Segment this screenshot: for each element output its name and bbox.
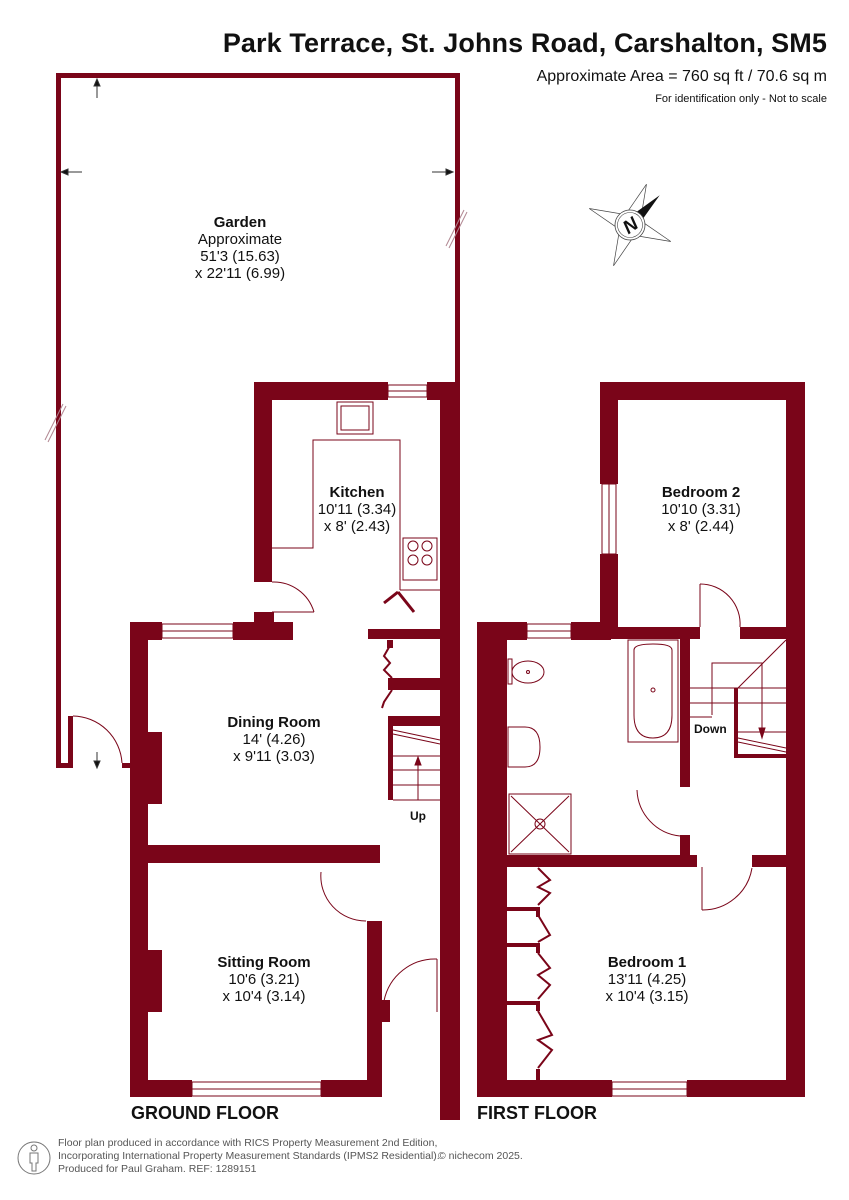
break-marks (44, 209, 468, 443)
room-label-garden: Garden Approximate 51'3 (15.63) x 22'11 … (170, 214, 310, 282)
stairs-up-label: Up (410, 809, 426, 823)
room-dimension: 10'10 (3.31) (661, 501, 741, 518)
room-dimension: x 8' (2.43) (323, 518, 391, 535)
dimension-markers (59, 77, 455, 770)
room-dimension: x 9'11 (3.03) (233, 748, 315, 765)
stairs-down-label: Down (694, 722, 727, 736)
compass-north-icon: N (589, 184, 671, 266)
walls (56, 73, 805, 1120)
footer-credits: Floor plan produced in accordance with R… (58, 1137, 523, 1176)
room-name: Bedroom 2 (661, 484, 741, 501)
room-dimension: 10'11 (3.34) (317, 501, 397, 518)
room-qualifier: Approximate (197, 231, 283, 248)
room-name: Bedroom 1 (607, 954, 687, 971)
footer-line: Incorporating International Property Mea… (58, 1150, 440, 1162)
room-label-sitting-room: Sitting Room 10'6 (3.21) x 10'4 (3.14) (196, 954, 332, 1005)
room-name: Dining Room (227, 714, 321, 731)
ground-floor-label: GROUND FLOOR (131, 1103, 279, 1123)
fixtures (72, 384, 787, 1097)
room-dimension: x 10'4 (3.15) (605, 988, 689, 1005)
room-dimension: 13'11 (4.25) (607, 971, 687, 988)
scale-disclaimer: For identification only - Not to scale (655, 93, 827, 105)
room-dimension: x 10'4 (3.14) (222, 988, 306, 1005)
room-name: Garden (213, 214, 267, 231)
room-name: Kitchen (329, 484, 385, 501)
first-floor-label: FIRST FLOOR (477, 1103, 597, 1123)
room-label-bedroom-2: Bedroom 2 10'10 (3.31) x 8' (2.44) (636, 484, 766, 535)
room-dimension: 10'6 (3.21) (228, 971, 300, 988)
room-dimension: 51'3 (15.63) (200, 248, 280, 265)
room-label-bedroom-1: Bedroom 1 13'11 (4.25) x 10'4 (3.15) (584, 954, 710, 1005)
property-title: Park Terrace, St. Johns Road, Carshalton… (222, 28, 827, 58)
approximate-area: Approximate Area = 760 sq ft / 70.6 sq m (536, 68, 827, 85)
footer-line: Produced for Paul Graham. REF: 1289151 (58, 1163, 257, 1175)
room-dimension: x 8' (2.44) (667, 518, 735, 535)
copyright: © nichecom 2025. (438, 1150, 523, 1162)
room-name: Sitting Room (217, 954, 311, 971)
room-dimension: 14' (4.26) (242, 731, 306, 748)
room-label-dining-room: Dining Room 14' (4.26) x 9'11 (3.03) (207, 714, 341, 765)
room-label-kitchen: Kitchen 10'11 (3.34) x 8' (2.43) (294, 484, 420, 535)
footer-line: Floor plan produced in accordance with R… (58, 1137, 438, 1149)
room-dimension: x 22'11 (6.99) (194, 265, 286, 282)
person-icon (17, 1141, 51, 1175)
